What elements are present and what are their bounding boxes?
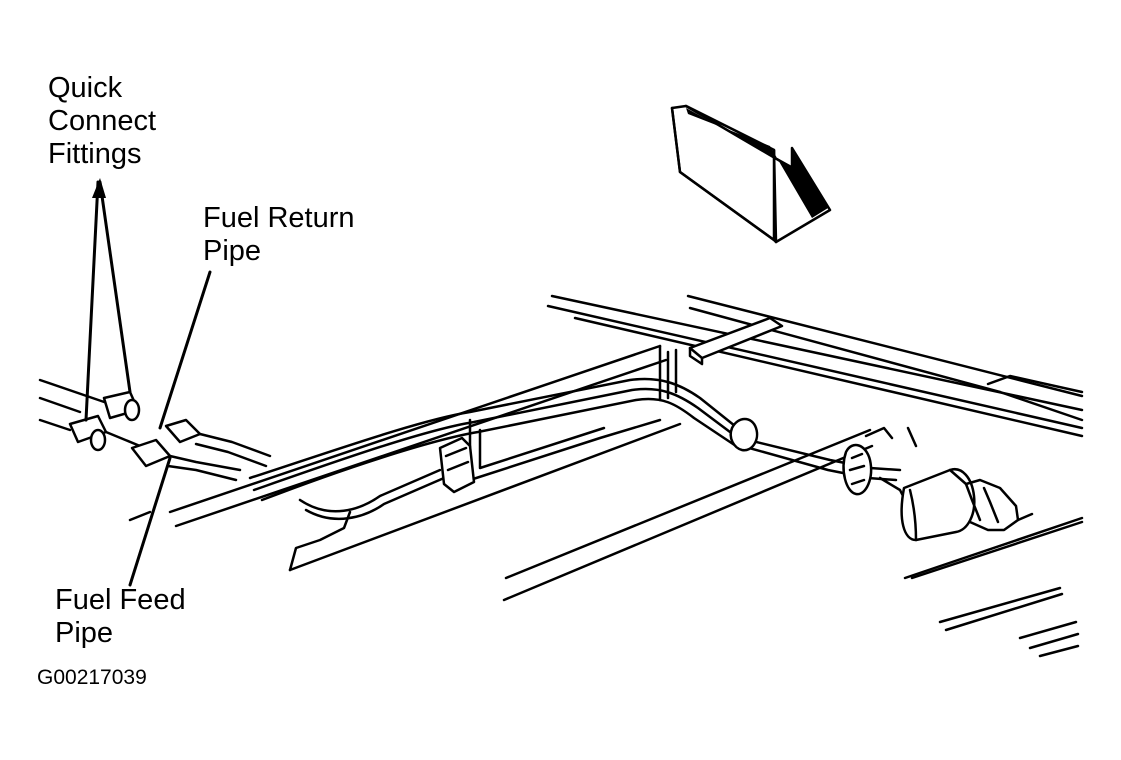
label-line: Pipe [55, 617, 114, 649]
frame-strap [688, 316, 784, 366]
leader-quick-connect-left [84, 180, 100, 422]
label-line: Fuel Return [203, 202, 355, 234]
leader-quick-connect-right [98, 180, 132, 394]
quick-connect-fitting-left [68, 414, 142, 452]
fuel-feed-pipe-connector [130, 438, 242, 482]
leader-fuel-feed [128, 456, 172, 587]
label-quick-connect-fittings: Quick Connect Fittings [48, 72, 156, 171]
leader-lines [84, 180, 212, 587]
label-line: Quick [48, 72, 123, 104]
label-fuel-feed-pipe: Fuel Feed Pipe [55, 584, 186, 650]
fuel-filter [900, 467, 1034, 542]
figure-id: G00217039 [37, 666, 147, 689]
leader-fuel-return [158, 270, 212, 430]
label-fuel-return-pipe: Fuel Return Pipe [203, 202, 355, 268]
label-line: Pipe [203, 235, 262, 267]
pipe-clips [438, 417, 918, 496]
direction-arrow-icon [670, 104, 832, 244]
leader-arrowhead [92, 178, 106, 198]
frame-rails [38, 294, 1084, 658]
label-line: Connect [48, 105, 157, 137]
label-line: Fuel Feed [55, 584, 186, 616]
label-line: Fittings [48, 138, 142, 170]
fuel-return-pipe-connector [164, 418, 272, 468]
quick-connect-fitting-right [102, 390, 141, 422]
